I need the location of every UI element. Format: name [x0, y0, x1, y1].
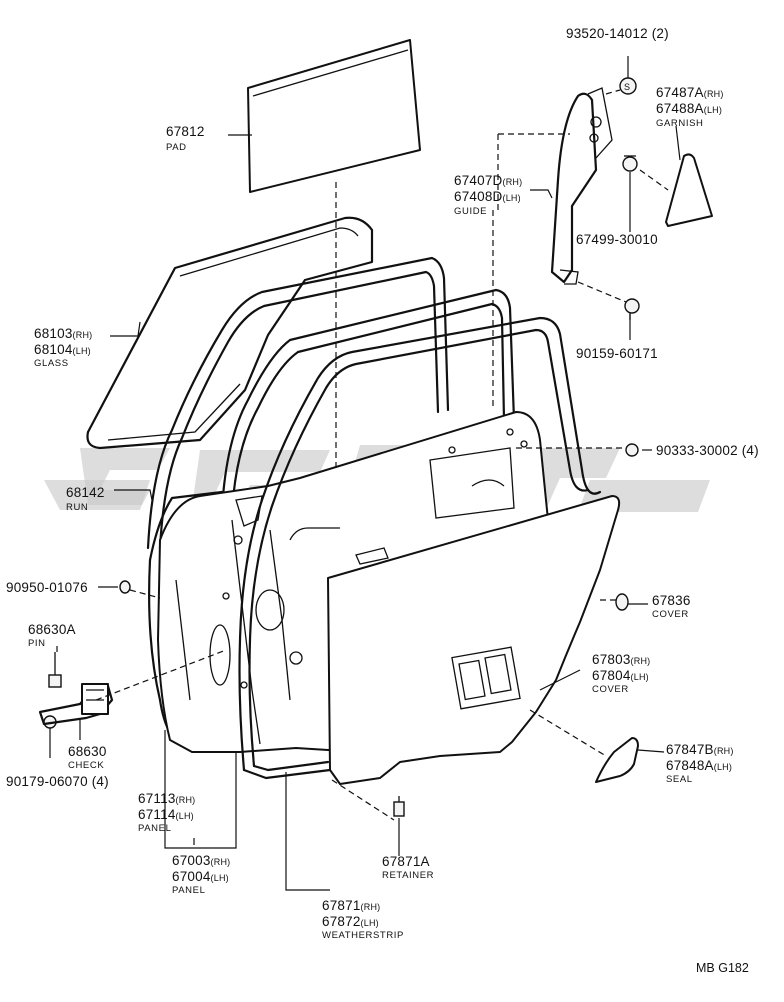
svg-text:PANEL: PANEL [138, 823, 171, 834]
weatherstrip-part [238, 316, 602, 780]
part-labels: 93520-14012 (2) 67487A(RH) 67488A(LH) GA… [6, 26, 759, 975]
door-frame [148, 288, 516, 750]
svg-text:67499-30010: 67499-30010 [576, 232, 658, 247]
svg-text:PAD: PAD [166, 142, 187, 153]
svg-text:67871(RH): 67871(RH) [322, 898, 380, 913]
svg-text:COVER: COVER [652, 609, 689, 620]
label-cover-main: 67803(RH) 67804(LH) COVER [592, 652, 650, 695]
svg-text:67487A(RH): 67487A(RH) [656, 85, 724, 100]
label-pad: 67812 PAD [166, 124, 205, 153]
svg-text:PIN: PIN [28, 638, 46, 649]
svg-text:67004(LH): 67004(LH) [172, 869, 229, 884]
label-garnish: 67487A(RH) 67488A(LH) GARNISH [656, 85, 724, 129]
svg-text:67847B(RH): 67847B(RH) [666, 742, 734, 757]
svg-text:93520-14012 (2): 93520-14012 (2) [566, 26, 669, 41]
svg-text:CHECK: CHECK [68, 760, 104, 771]
svg-text:MB G182: MB G182 [696, 961, 749, 975]
svg-text:68104(LH): 68104(LH) [34, 342, 91, 357]
label-panel-outer: 67003(RH) 67004(LH) PANEL [172, 853, 230, 896]
svg-text:RETAINER: RETAINER [382, 870, 434, 881]
svg-text:COVER: COVER [592, 684, 629, 695]
label-guide: 67407D(RH) 67408D(LH) GUIDE [454, 173, 522, 217]
svg-text:67408D(LH): 67408D(LH) [454, 189, 521, 204]
svg-text:67848A(LH): 67848A(LH) [666, 758, 732, 773]
label-weatherstrip: 67871(RH) 67872(LH) WEATHERSTRIP [322, 898, 404, 941]
svg-text:67113(RH): 67113(RH) [138, 791, 195, 806]
label-run: 68142 RUN [66, 485, 105, 513]
diagram-code: MB G182 [696, 961, 749, 975]
label-pin: 68630A PIN [28, 622, 76, 649]
svg-text:67812: 67812 [166, 124, 205, 139]
svg-text:GLASS: GLASS [34, 358, 69, 369]
cover-panel-part [327, 495, 621, 785]
svg-text:67804(LH): 67804(LH) [592, 668, 649, 683]
svg-text:67407D(RH): 67407D(RH) [454, 173, 522, 188]
svg-text:68630: 68630 [68, 744, 107, 759]
svg-text:SEAL: SEAL [666, 774, 693, 785]
svg-text:RUN: RUN [66, 502, 88, 513]
seal-part [595, 737, 639, 783]
label-seal: 67847B(RH) 67848A(LH) SEAL [666, 742, 734, 785]
svg-text:90333-30002 (4): 90333-30002 (4) [656, 443, 759, 458]
svg-text:67836: 67836 [652, 593, 691, 608]
label-90159: 90159-60171 [576, 346, 658, 361]
svg-text:67114(LH): 67114(LH) [138, 807, 194, 822]
label-93520: 93520-14012 (2) [566, 26, 669, 41]
svg-text:67871A: 67871A [382, 854, 430, 869]
svg-text:WEATHERSTRIP: WEATHERSTRIP [322, 930, 404, 941]
svg-text:90950-01076: 90950-01076 [6, 580, 88, 595]
fasteners: S [43, 77, 640, 817]
svg-text:90159-60171: 90159-60171 [576, 346, 658, 361]
svg-text:S: S [624, 82, 630, 92]
svg-text:67003(RH): 67003(RH) [172, 853, 230, 868]
label-90950: 90950-01076 [6, 580, 88, 595]
run-part [146, 256, 450, 550]
svg-text:68630A: 68630A [28, 622, 76, 637]
label-90333: 90333-30002 (4) [656, 443, 759, 458]
leader-lines [49, 56, 681, 891]
label-67499: 67499-30010 [576, 232, 658, 247]
svg-text:PANEL: PANEL [172, 885, 205, 896]
label-panel-inner: 67113(RH) 67114(LH) PANEL [138, 791, 195, 834]
assembly-lines [95, 89, 669, 821]
glass-part [86, 216, 374, 450]
label-retainer: 67871A RETAINER [382, 854, 434, 881]
label-cover-small: 67836 COVER [652, 593, 691, 620]
svg-text:68103(RH): 68103(RH) [34, 326, 92, 341]
check-part [38, 683, 114, 726]
guide-part [550, 87, 613, 285]
svg-text:90179-06070 (4): 90179-06070 (4) [6, 774, 109, 789]
label-glass: 68103(RH) 68104(LH) GLASS [34, 326, 92, 369]
pad-part [247, 39, 421, 193]
garnish-part [665, 153, 713, 227]
svg-text:GARNISH: GARNISH [656, 118, 703, 129]
label-check: 68630 CHECK [68, 744, 107, 771]
svg-text:67803(RH): 67803(RH) [592, 652, 650, 667]
svg-text:67872(LH): 67872(LH) [322, 914, 379, 929]
svg-text:67488A(LH): 67488A(LH) [656, 101, 722, 116]
svg-text:GUIDE: GUIDE [454, 206, 487, 217]
svg-text:68142: 68142 [66, 485, 105, 500]
label-90179: 90179-06070 (4) [6, 774, 109, 789]
